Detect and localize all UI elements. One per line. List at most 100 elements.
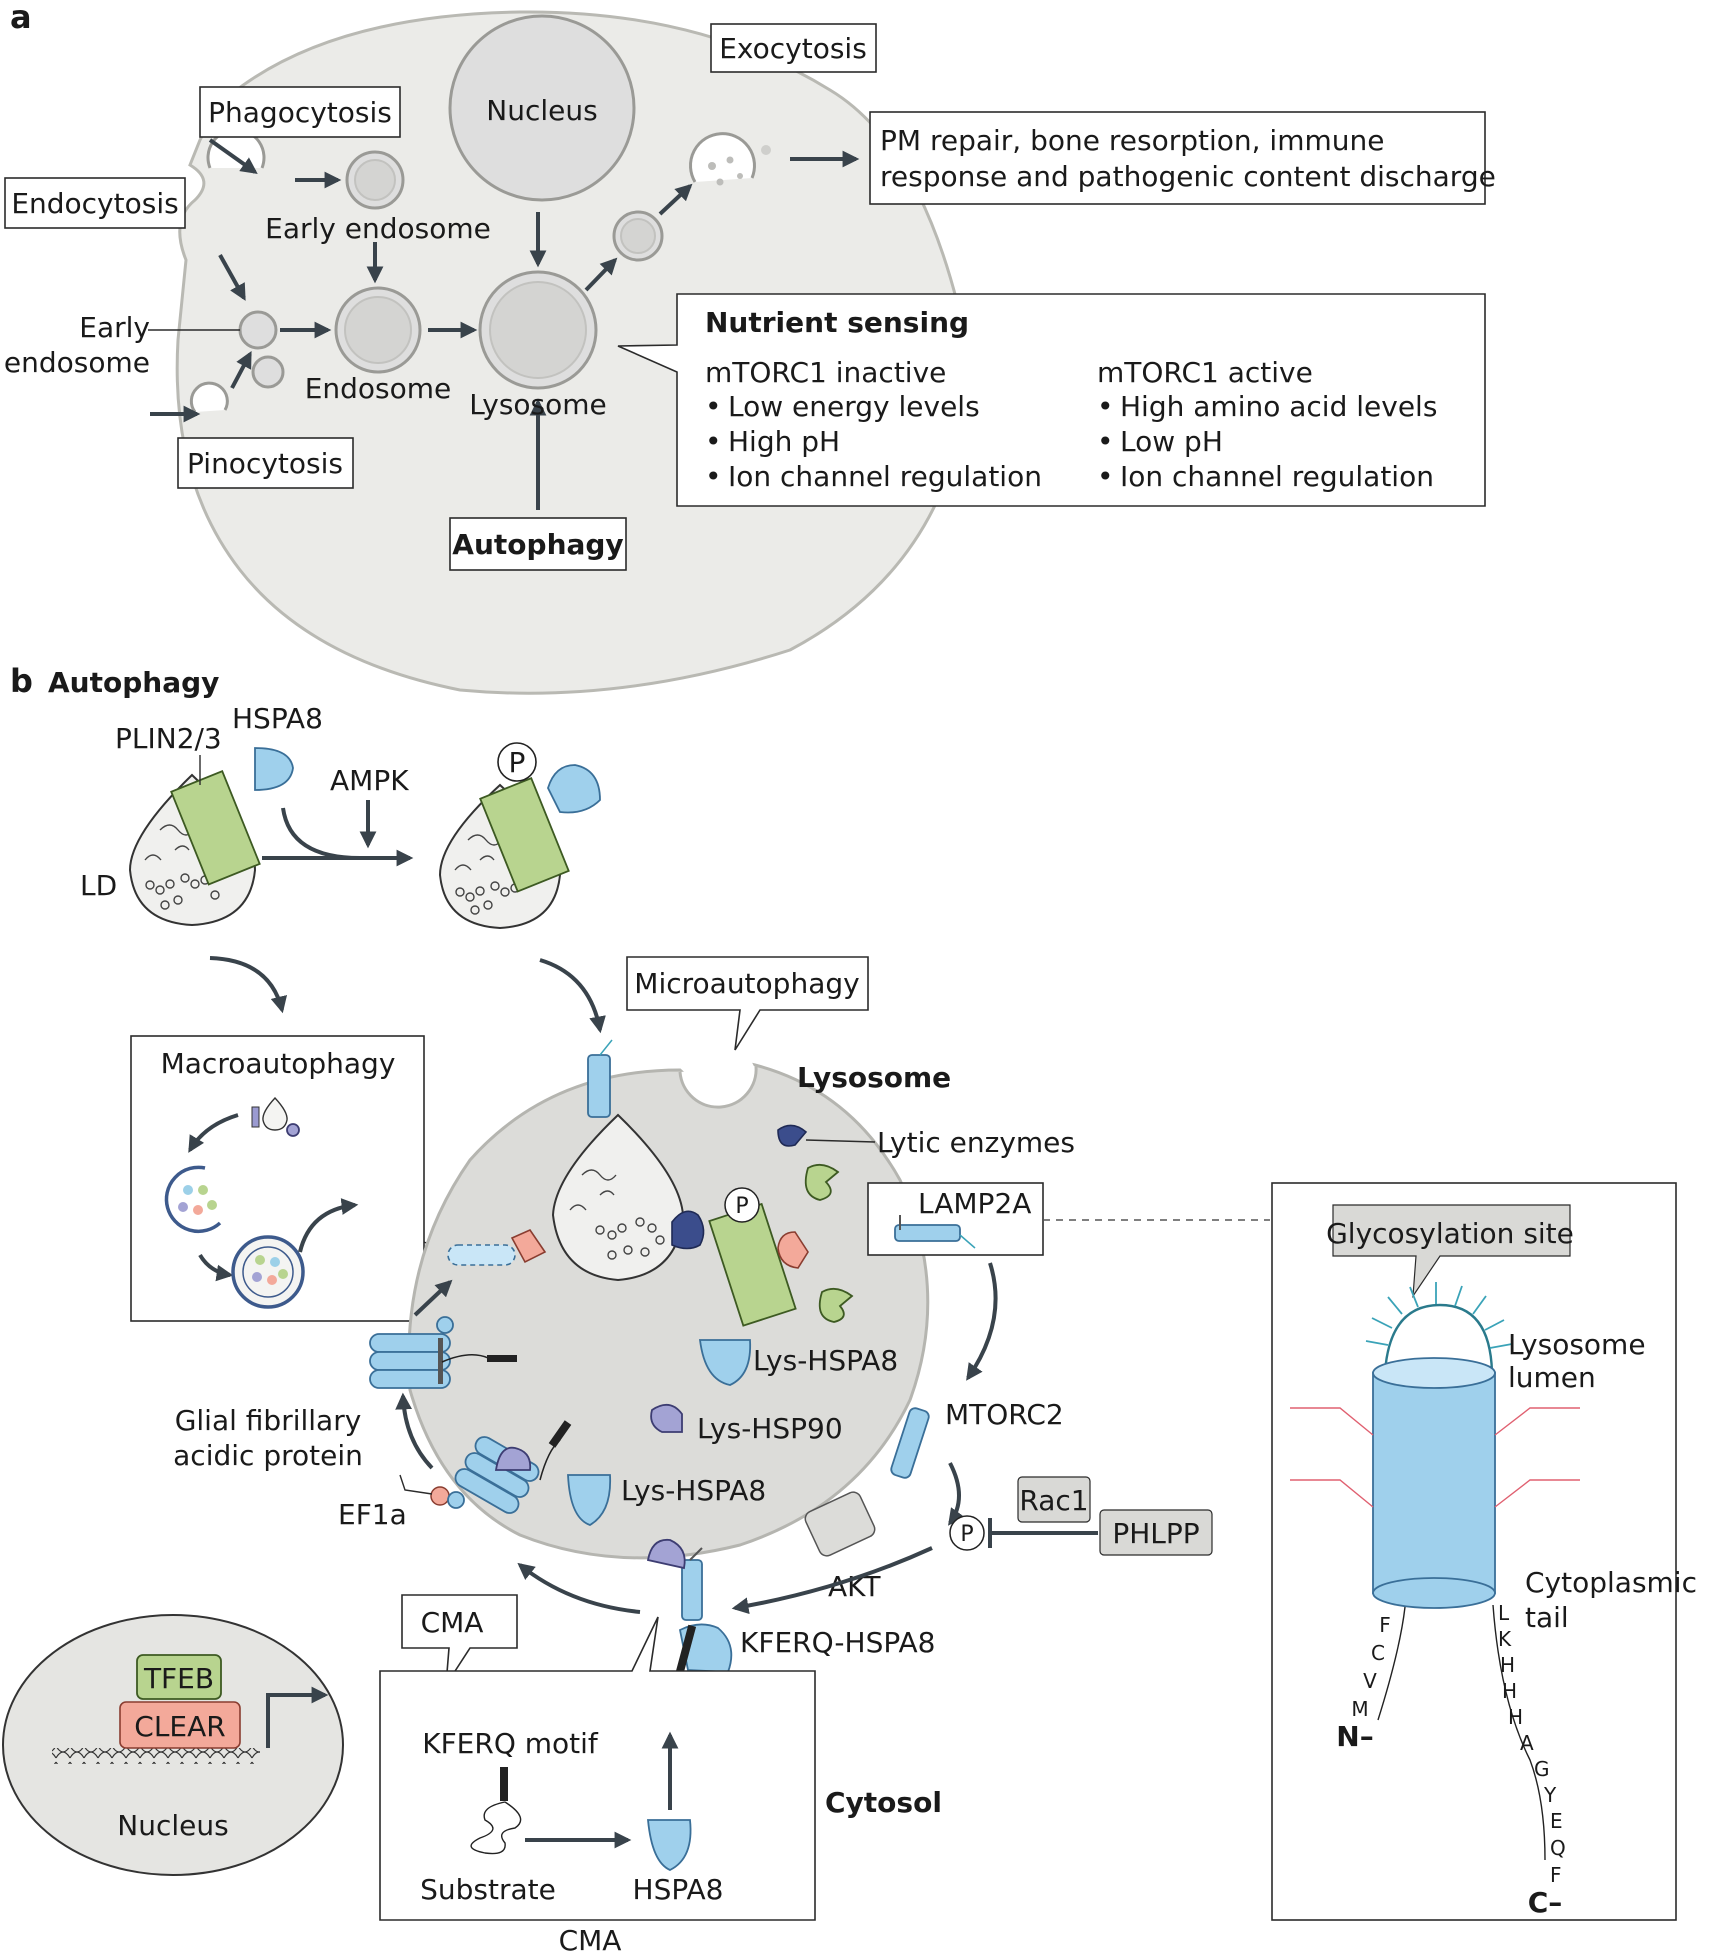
microautophagy-invagination <box>678 1065 758 1109</box>
cma-callout-label: CMA <box>421 1606 484 1639</box>
svg-text:A: A <box>1520 1731 1534 1755</box>
cma-box <box>379 1616 816 1921</box>
phagocytosis-box <box>199 86 401 138</box>
lumen-label-1: Lysosome <box>1508 1328 1646 1361</box>
plin-label: PLIN2/3 <box>115 722 222 755</box>
nucleus-a <box>448 14 636 202</box>
tfeb-box <box>136 1654 222 1700</box>
svg-text:G: G <box>1534 1757 1550 1781</box>
svg-text:•: • <box>1097 460 1114 493</box>
macroautophagy-label: Macroautophagy <box>161 1047 396 1080</box>
exocytosis-box <box>710 23 877 73</box>
hspa8-cma-label: HSPA8 <box>633 1873 724 1906</box>
svg-text:V: V <box>1363 1669 1377 1693</box>
lysosome-b-label: Lysosome <box>797 1061 951 1094</box>
lytic-enzyme <box>777 1124 808 1147</box>
substrate-coil <box>470 1801 522 1855</box>
svg-text:•: • <box>1097 390 1114 423</box>
glial-label-1: Glial fibrillary <box>175 1404 362 1437</box>
svg-text:H: H <box>1502 1679 1517 1703</box>
svg-text:•: • <box>705 460 722 493</box>
exocytosis-label: Exocytosis <box>719 32 867 65</box>
cma-callout <box>401 1594 518 1686</box>
hspa8-free <box>254 747 294 791</box>
svg-text:L: L <box>1498 1601 1510 1625</box>
phagophore <box>164 1165 222 1234</box>
gfap-multimer <box>369 1316 517 1389</box>
mtorc2-label: MTORC2 <box>945 1398 1064 1431</box>
phlpp-label: PHLPP <box>1112 1517 1199 1550</box>
early-endosome-left-label-1: Early <box>79 311 150 344</box>
glial-label-2: acidic protein <box>173 1439 363 1472</box>
rac1-box <box>1017 1476 1091 1523</box>
svg-text:C: C <box>1371 1641 1385 1665</box>
panel-b-letter: b <box>10 662 33 700</box>
inactive-item: High pH <box>728 425 840 458</box>
svg-text:F: F <box>1550 1863 1562 1887</box>
lamp2a-label: LAMP2A <box>918 1187 1031 1220</box>
cma-bottom-label: CMA <box>559 1924 622 1955</box>
n-term-label: N– <box>1336 1720 1373 1753</box>
inactive-item: Ion channel regulation <box>728 460 1042 493</box>
phospho-badge-top <box>497 742 537 782</box>
endosome-label: Endosome <box>305 372 452 405</box>
exocytosis-opening <box>689 132 756 183</box>
hspa8-cma <box>647 1819 692 1871</box>
early-endosome-top-label: Early endosome <box>265 212 491 245</box>
svg-text:•: • <box>705 425 722 458</box>
lysosome-b <box>407 1062 930 1560</box>
lumen-label-2: lumen <box>1508 1361 1596 1394</box>
svg-text:Y: Y <box>1543 1783 1557 1807</box>
seq-left: F C V M <box>1351 1613 1390 1721</box>
hspa8-bound <box>547 764 601 814</box>
svg-text:E: E <box>1550 1809 1563 1833</box>
plin-protein-right <box>479 776 570 893</box>
pm-repair-line-2: response and pathogenic content discharg… <box>880 160 1496 193</box>
arrow-to-micro <box>539 958 606 1034</box>
glyco-chains <box>1365 1282 1513 1373</box>
hspa8-top-label: HSPA8 <box>232 702 323 735</box>
nutrient-sensing-box <box>617 293 1486 507</box>
early-endosome-left-label-2: endosome <box>4 346 150 379</box>
cytosol-label: Cytosol <box>825 1786 942 1819</box>
active-item: High amino acid levels <box>1120 390 1437 423</box>
pinocytosis-cup <box>189 381 229 413</box>
arrow-phago <box>208 138 258 174</box>
phagocytosis-label: Phagocytosis <box>208 96 392 129</box>
mtorc2-protein <box>890 1407 930 1479</box>
endocytosis-label: Endocytosis <box>11 187 178 220</box>
membrane-lines <box>1290 1407 1580 1508</box>
panel-a-letter: a <box>10 0 32 36</box>
gfap-multimer-bottom <box>430 1420 572 1514</box>
svg-text:•: • <box>1097 425 1114 458</box>
mtorc1-active-title: mTORC1 active <box>1097 356 1313 389</box>
svg-text:P: P <box>960 1522 973 1547</box>
autophagy-box <box>449 517 627 571</box>
lytic-enzymes-label: Lytic enzymes <box>877 1126 1075 1159</box>
akt-protein <box>804 1491 876 1557</box>
svg-text:K: K <box>1498 1627 1512 1651</box>
microautophagy-callout <box>626 956 869 1051</box>
lys-hspa8-label-2: Lys-HSPA8 <box>621 1474 766 1507</box>
kferq-motif-bar <box>500 1767 508 1801</box>
active-list: • High amino acid levels • Low pH • Ion … <box>1097 390 1437 493</box>
pm-repair-box <box>869 111 1486 205</box>
clear-label: CLEAR <box>134 1710 225 1743</box>
lys-hsp90-label: Lys-HSP90 <box>697 1412 843 1445</box>
akt-label: AKT <box>828 1570 881 1603</box>
autophagy-a-label: Autophagy <box>452 528 623 561</box>
svg-text:P: P <box>735 1194 748 1219</box>
svg-text:M: M <box>1351 1697 1368 1721</box>
tfeb-label: TFEB <box>143 1662 214 1695</box>
ld-label: LD <box>80 869 117 902</box>
microautophagy-label: Microautophagy <box>634 967 859 1000</box>
nucleus-a-label: Nucleus <box>486 94 597 127</box>
lys-hspa8-label-1: Lys-HSPA8 <box>753 1344 898 1377</box>
panel-b-title: Autophagy <box>48 666 219 699</box>
phospho-badge-inside <box>724 1187 760 1223</box>
c-term-label: C– <box>1528 1886 1563 1919</box>
c-terminal-tail <box>1492 1604 1546 1861</box>
rac1-label: Rac1 <box>1019 1484 1088 1517</box>
kferq-hspa8-label: KFERQ-HSPA8 <box>740 1626 935 1659</box>
